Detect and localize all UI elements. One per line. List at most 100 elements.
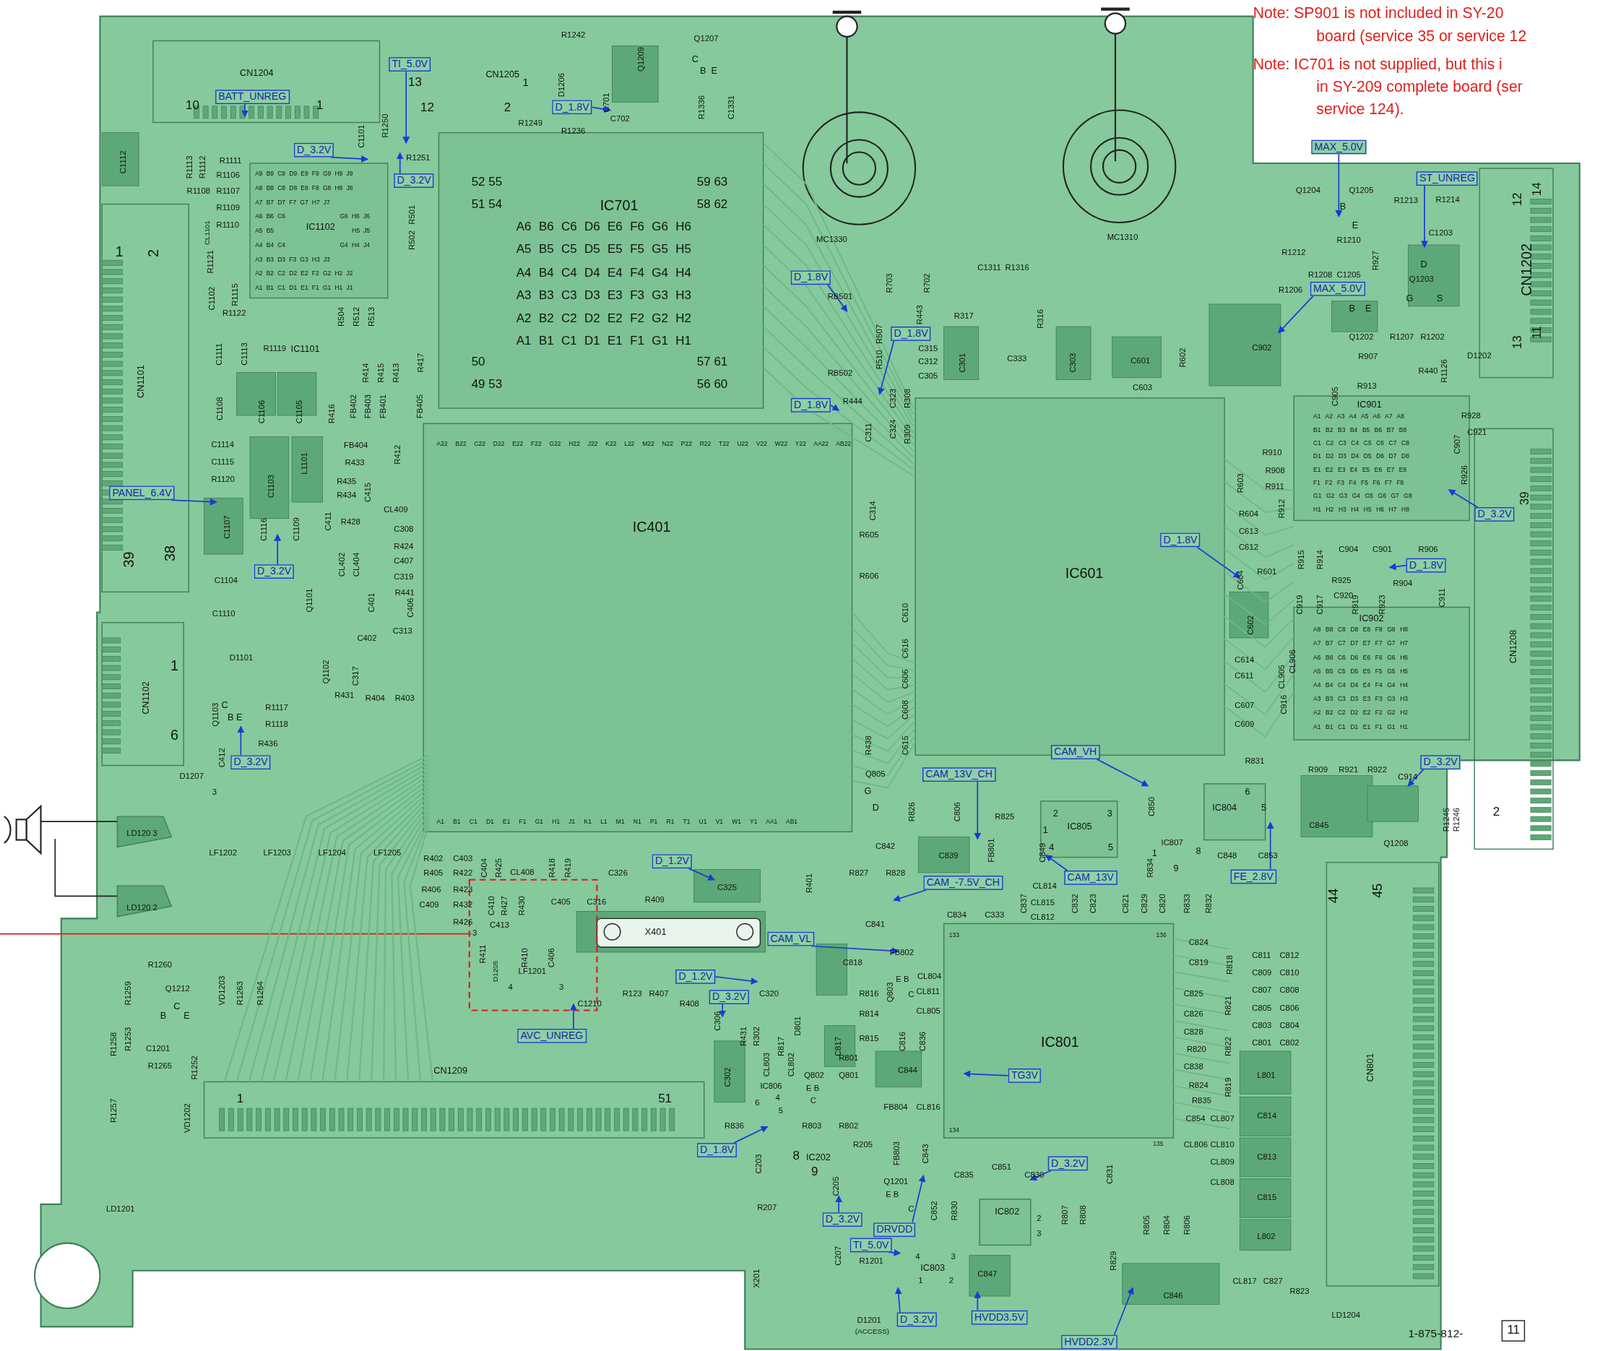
- part-label: L1101: [299, 452, 310, 475]
- part-label: CL906: [1287, 649, 1298, 674]
- part-label: E B: [895, 974, 909, 984]
- part-label: 4: [1048, 841, 1054, 853]
- part-label: C1106: [257, 400, 267, 424]
- part-label: R1126: [1439, 359, 1450, 383]
- part-label: R434: [336, 490, 357, 500]
- connector-pin: [1412, 887, 1434, 893]
- part-label: C835: [954, 1170, 974, 1180]
- part-label: D1201: [857, 1315, 882, 1325]
- part-label: CL807: [1209, 1114, 1234, 1124]
- part-label: R418: [548, 858, 558, 878]
- part-label: 6: [170, 726, 179, 744]
- part-label: C614: [1234, 655, 1254, 665]
- part-label: IC802: [994, 1206, 1020, 1218]
- part-label: R805: [1142, 1214, 1152, 1235]
- trace: [763, 346, 914, 470]
- part-label: R925: [1331, 575, 1351, 586]
- ic-outlines: [249, 132, 1470, 1246]
- connector-pin: [1412, 1006, 1434, 1013]
- part-label: R815: [858, 1033, 879, 1044]
- connector-pin: [1530, 835, 1551, 841]
- part-label: FB802: [889, 947, 914, 958]
- part-label: C844: [897, 1065, 918, 1075]
- part-label: G: [863, 785, 872, 797]
- connector-pin: [1412, 1191, 1434, 1197]
- part-label: CN1101: [135, 364, 147, 399]
- part-label: R913: [1357, 381, 1377, 391]
- part-label: R1245: [1441, 807, 1452, 832]
- part-label: R834: [1145, 858, 1156, 878]
- connector-pin: [1412, 1199, 1434, 1205]
- part-label: LF1201: [518, 966, 547, 976]
- part-label: R1112: [197, 156, 208, 180]
- part-label: C1210: [577, 999, 602, 1009]
- part-label: C403: [452, 853, 473, 864]
- part-label: R1242: [561, 30, 586, 40]
- part-label: A8 B8 C8 D8 E8 F8 G8 H8: [1313, 626, 1408, 634]
- connector-pin: [1530, 642, 1551, 648]
- part-label: R404: [365, 694, 386, 704]
- voltage-tag: TI_5.0V: [388, 57, 431, 72]
- part-label: R430: [517, 895, 527, 916]
- part-label: CL408: [509, 867, 534, 877]
- connector-pin: [660, 1108, 666, 1131]
- connector-pin: [257, 106, 263, 119]
- part-label: G: [1406, 292, 1414, 304]
- voltage-name: D_1.8V: [699, 1144, 734, 1156]
- part-label: R830: [949, 1200, 960, 1221]
- part-label: R818: [1225, 954, 1236, 975]
- part-label: LF1202: [209, 848, 237, 858]
- connector-pin: [101, 269, 123, 275]
- part-label: A3 B3 D3 F3 G3 H3 J3: [254, 256, 331, 264]
- connector-pin: [1412, 1117, 1434, 1123]
- part-label: R821: [1223, 996, 1234, 1016]
- connector-pin: [1530, 697, 1551, 703]
- part-label: IC807: [1161, 837, 1184, 848]
- part-label: IC805: [1067, 821, 1093, 833]
- part-label: C402: [356, 633, 377, 643]
- connector-pin: [1530, 549, 1551, 555]
- part-label: F1 F2 F3 F4 F5 F6 F7 F8: [1313, 479, 1404, 487]
- part-label: R1259: [123, 980, 133, 1005]
- voltage-name: TI_5.0V: [853, 1238, 889, 1251]
- connector-pin: [1412, 897, 1434, 903]
- part-label: (ACCESS): [855, 1327, 890, 1336]
- connector-pin: [1412, 970, 1434, 976]
- part-label: B E: [227, 712, 243, 724]
- connector-pin: [1530, 449, 1551, 455]
- part-label: C611: [1234, 671, 1254, 682]
- part-label: R402: [423, 853, 443, 864]
- part-label: IC803: [920, 1261, 945, 1273]
- connector-pin: [1530, 706, 1551, 712]
- voltage-tag: D_3.2V: [822, 1212, 864, 1227]
- part-label: C821: [1121, 893, 1131, 914]
- part-label: CL402: [338, 552, 348, 577]
- part-label: R601: [1256, 567, 1277, 577]
- connector-pin: [1412, 1227, 1434, 1233]
- part-label: C410: [486, 895, 497, 916]
- connector-pin: [669, 1108, 675, 1131]
- part-label: R1253: [123, 1027, 133, 1052]
- part-label: C808: [1279, 986, 1299, 996]
- connector-pin: [485, 1108, 491, 1131]
- part-label: 11: [1530, 325, 1545, 339]
- part-label: C305: [918, 371, 938, 381]
- part-label: A3 B3 C3 D3 E3 F3 G3 H3: [516, 288, 692, 303]
- part-label: R431: [738, 1026, 749, 1046]
- part-label: C1205: [1337, 270, 1361, 280]
- part-label: E: [183, 1010, 190, 1022]
- part-label: R1250: [380, 113, 391, 138]
- part-label: LF1203: [262, 848, 291, 858]
- connector-pin: [101, 407, 123, 413]
- trace: [852, 734, 916, 776]
- part-label: C1311: [977, 262, 1001, 273]
- voltage-tag: PANEL_6.4V: [109, 485, 175, 500]
- part-label: R1108: [187, 187, 211, 197]
- part-label: R828: [885, 868, 906, 878]
- part-label: C1111: [214, 343, 224, 366]
- connector-pin: [385, 1108, 391, 1131]
- trace: [371, 803, 429, 1082]
- voltage-name: D_3.2V: [1477, 507, 1512, 520]
- connector-pin: [101, 655, 120, 661]
- part-label: 56 60: [697, 377, 728, 392]
